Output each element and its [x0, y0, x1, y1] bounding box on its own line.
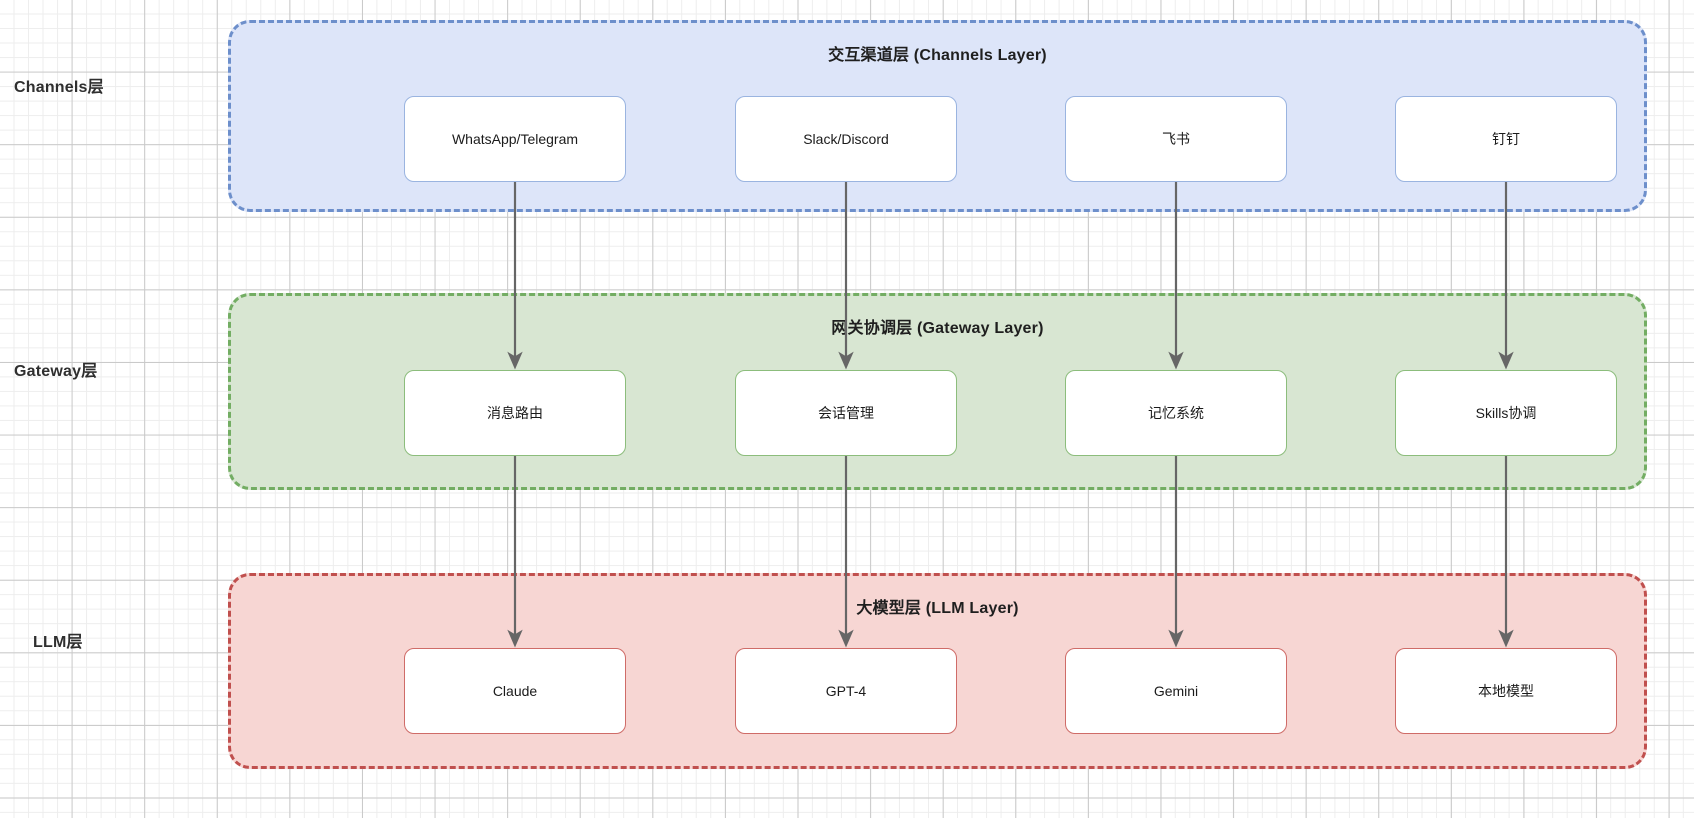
node-session-management[interactable]: 会话管理: [735, 370, 957, 456]
node-label: 记忆系统: [1148, 404, 1204, 421]
node-skills-orchestration[interactable]: Skills协调: [1395, 370, 1617, 456]
node-label: Claude: [492, 682, 538, 699]
node-claude[interactable]: Claude: [404, 648, 626, 734]
side-label-channels: Channels层: [14, 79, 104, 96]
node-label: Gemini: [1153, 682, 1199, 699]
node-whatsapp-telegram[interactable]: WhatsApp/Telegram: [404, 96, 626, 182]
side-label-llm: LLM层: [33, 634, 83, 651]
node-label: 本地模型: [1478, 682, 1534, 699]
node-label: 消息路由: [487, 404, 543, 421]
node-label: GPT-4: [825, 682, 867, 699]
node-label: 会话管理: [818, 404, 874, 421]
node-gpt4[interactable]: GPT-4: [735, 648, 957, 734]
layer-channels-title: 交互渠道层 (Channels Layer): [828, 47, 1047, 64]
node-label: 钉钉: [1492, 130, 1520, 147]
layer-llm-title: 大模型层 (LLM Layer): [856, 600, 1019, 617]
node-dingtalk[interactable]: 钉钉: [1395, 96, 1617, 182]
node-feishu[interactable]: 飞书: [1065, 96, 1287, 182]
node-label: 飞书: [1162, 130, 1190, 147]
layer-gateway-title: 网关协调层 (Gateway Layer): [831, 320, 1044, 337]
node-label: WhatsApp/Telegram: [451, 130, 579, 147]
node-slack-discord[interactable]: Slack/Discord: [735, 96, 957, 182]
node-label: Slack/Discord: [803, 130, 889, 147]
node-local-model[interactable]: 本地模型: [1395, 648, 1617, 734]
node-gemini[interactable]: Gemini: [1065, 648, 1287, 734]
node-message-routing[interactable]: 消息路由: [404, 370, 626, 456]
side-label-gateway: Gateway层: [14, 363, 98, 380]
node-label: Skills协调: [1475, 404, 1537, 421]
node-memory-system[interactable]: 记忆系统: [1065, 370, 1287, 456]
